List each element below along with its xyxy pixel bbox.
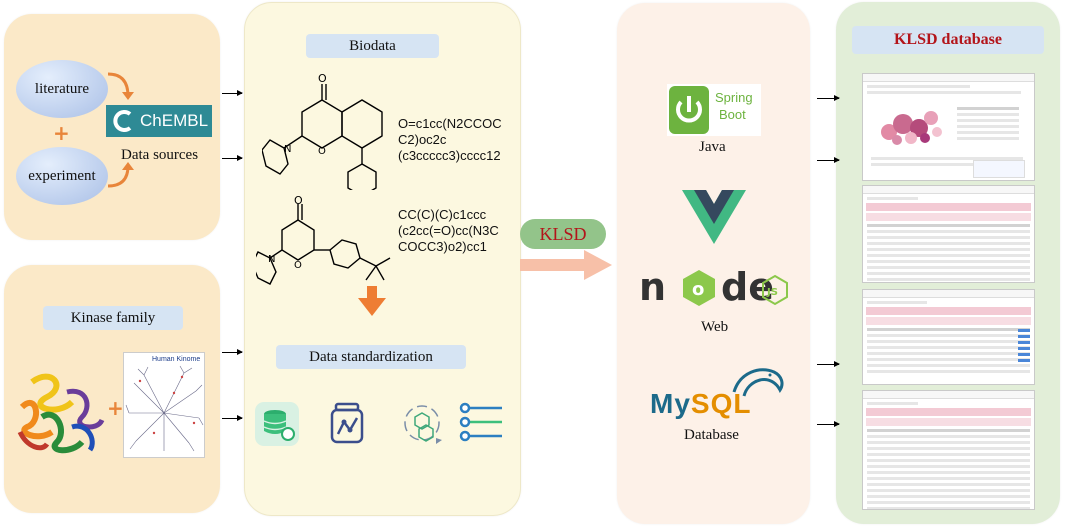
java-label: Java: [699, 139, 726, 155]
chart-jar-icon: [330, 402, 364, 444]
smiles-2-line-2: (c2cc(=O)cc(N3C: [398, 223, 499, 238]
klsd-database-title-box: KLSD database: [852, 26, 1044, 54]
vue-logo: [682, 190, 746, 244]
nodejs-logo: n o de JS: [637, 262, 797, 310]
smiles-1-line-2: C2)oc2c: [398, 132, 447, 147]
mysql-wordmark: MySQL: [650, 388, 751, 420]
arrow-sources-to-biodata-1: [222, 90, 243, 96]
arrow-java-to-db-2: [817, 157, 840, 163]
svg-text:o: o: [692, 279, 704, 300]
smiles-1-line-1: O=c1cc(N2CCOC: [398, 116, 502, 131]
biodata-label: Biodata: [306, 34, 439, 58]
arrow-java-to-db-1: [817, 95, 840, 101]
klsd-database-title: KLSD database: [893, 31, 1003, 48]
literature-node: literature: [16, 60, 108, 118]
arrow-sources-to-biodata-2: [222, 155, 243, 161]
curved-arrow-bottom-icon: [107, 162, 134, 188]
human-kinome-tree: Human Kinome: [123, 352, 205, 458]
database-screenshot-search: [862, 185, 1035, 283]
klsd-pill: KLSD: [520, 219, 606, 249]
molecule-1-structure: O O N: [262, 72, 383, 190]
database-screenshot-home: [862, 73, 1035, 181]
database-settings-icon: [255, 402, 299, 446]
chembl-logo: ChEMBL: [106, 105, 212, 137]
web-label: Web: [701, 319, 729, 335]
literature-label: literature: [34, 80, 90, 97]
arrow-kinase-to-biodata: [222, 349, 243, 355]
svg-text:O: O: [318, 146, 326, 157]
bubble-chart-thumbnail: [881, 111, 942, 145]
svg-text:O: O: [294, 196, 303, 207]
kinase-protein-structure: [17, 373, 105, 454]
svg-text:O: O: [294, 260, 302, 271]
chembl-label: ChEMBL: [140, 111, 209, 130]
data-standardization-label: Data standardization: [276, 345, 466, 369]
smiles-2: CC(C)(C)c1ccc (c2cc(=O)cc(N3C COCC3)o2)c…: [398, 207, 499, 255]
kinome-title: Human Kinome: [152, 356, 201, 363]
smiles-2-line-3: COCC3)o2)cc1: [398, 239, 487, 254]
svg-text:O: O: [318, 72, 327, 85]
nodejs-wordmark-icon: n o de JS: [639, 265, 788, 309]
curved-arrow-top-icon: [107, 72, 134, 100]
arrow-kinase-to-standardization: [222, 415, 243, 421]
kinase-family-label: Kinase family: [43, 306, 183, 330]
experiment-node: experiment: [16, 147, 108, 205]
smiles-1-line-3: (c3ccccc3)cccc12: [398, 148, 501, 163]
arrow-db-to-db-3: [817, 361, 840, 367]
plus-icon-kinase: +: [107, 396, 124, 420]
dolphin-icon: [732, 368, 784, 397]
mysql-sql: SQL: [690, 388, 752, 419]
down-arrow-icon: [358, 286, 386, 316]
svg-text:n: n: [639, 265, 666, 309]
svg-text:N: N: [284, 144, 291, 155]
smiles-2-line-1: CC(C)(C)c1ccc: [398, 207, 487, 222]
kinome-tree-icon: [125, 365, 204, 452]
arrow-db-to-db-4: [817, 421, 840, 427]
spring-label: Spring: [715, 90, 753, 105]
molecule-cycle-icon: [404, 405, 442, 444]
big-right-arrow-icon: [520, 250, 612, 280]
spring-boot-logo: Spring Boot: [667, 84, 761, 136]
database-screenshot-compounds: [862, 289, 1035, 385]
chembl-swirl-icon: [113, 110, 132, 132]
mysql-my: My: [650, 388, 691, 419]
power-icon: [669, 86, 709, 134]
experiment-label: experiment: [28, 167, 96, 184]
svg-text:N: N: [268, 254, 275, 265]
list-settings-icon: [459, 402, 502, 442]
klsd-label: KLSD: [539, 223, 587, 244]
smiles-1: O=c1cc(N2CCOC C2)oc2c (c3ccccc3)cccc12: [398, 116, 502, 164]
svg-text:de: de: [721, 265, 774, 309]
plus-icon: +: [53, 121, 70, 145]
database-label: Database: [684, 427, 739, 443]
mysql-logo: MySQL: [650, 364, 786, 420]
boot-label: Boot: [719, 107, 746, 122]
molecule-2-structure: O O N: [256, 196, 391, 285]
data-sources-caption: Data sources: [121, 147, 199, 163]
svg-text:JS: JS: [766, 287, 778, 298]
database-screenshot-kinase: [862, 390, 1035, 510]
